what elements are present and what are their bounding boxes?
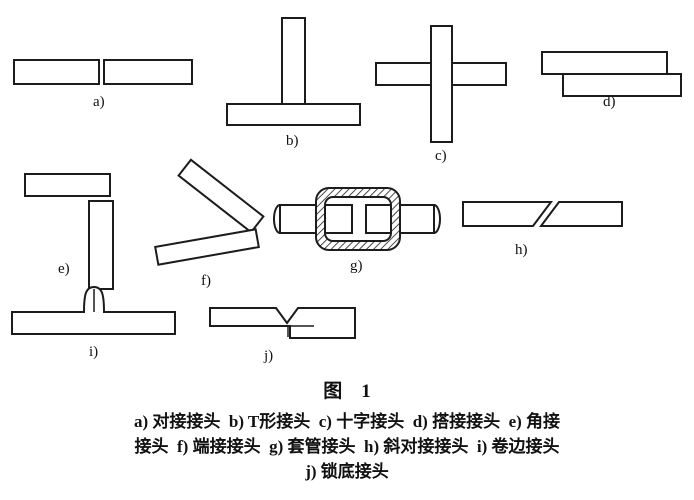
figure-title: 图 1 bbox=[323, 381, 371, 402]
figure-c-cross-joint: c) bbox=[375, 25, 507, 164]
vertical-plate bbox=[88, 200, 114, 290]
figure-h-scarf-joint: h) bbox=[462, 201, 623, 258]
locked-plates bbox=[209, 307, 356, 339]
label-d: d) bbox=[603, 94, 616, 110]
upper-bar bbox=[177, 158, 265, 234]
label-j: j) bbox=[263, 348, 273, 364]
right-plate bbox=[103, 59, 193, 85]
label-c: c) bbox=[435, 148, 447, 164]
sleeve bbox=[315, 187, 401, 251]
figure-caption: 图 1 a) 对接接头 b) T形接头 c) 十字接头 d) 搭接接头 e) 角… bbox=[0, 372, 694, 484]
upper-plate bbox=[541, 51, 668, 75]
figure-j-lock-bottom-joint: j) bbox=[209, 307, 356, 364]
caption-line-2: 接头 f) 端接接头 g) 套管接头 h) 斜对接接头 i) 卷边接头 bbox=[134, 437, 560, 456]
figure-b-t-joint: b) bbox=[226, 17, 361, 149]
label-f: f) bbox=[201, 273, 211, 289]
label-b: b) bbox=[286, 133, 299, 149]
weld-joint-diagram: a) b) c) d) e) f) bbox=[11, 17, 682, 364]
label-a: a) bbox=[93, 94, 105, 110]
label-i: i) bbox=[89, 344, 98, 360]
caption-line-3: j) 锁底接头 bbox=[305, 462, 389, 481]
horizontal-plate bbox=[24, 173, 111, 197]
base-plate bbox=[226, 103, 361, 126]
figure-e-corner-joint: e) bbox=[24, 173, 114, 290]
lower-bar bbox=[154, 228, 260, 266]
figure-i-flanged-joint: i) bbox=[11, 285, 176, 360]
right-plate bbox=[539, 201, 623, 227]
figure-a-butt-joint: a) bbox=[13, 59, 193, 110]
figure-d-lap-joint: d) bbox=[541, 51, 682, 110]
figure-f-edge-joint: f) bbox=[154, 158, 265, 289]
vertical-plate bbox=[430, 25, 453, 143]
left-plate bbox=[462, 201, 553, 227]
caption-line-1: a) 对接接头 b) T形接头 c) 十字接头 d) 搭接接头 e) 角接 bbox=[133, 412, 561, 431]
left-plate bbox=[13, 59, 100, 85]
vertical-plate bbox=[281, 17, 306, 107]
label-e: e) bbox=[58, 261, 70, 277]
figure-g-sleeve-joint: g) bbox=[273, 187, 441, 274]
label-g: g) bbox=[350, 258, 363, 274]
lower-plate bbox=[562, 73, 682, 97]
label-h: h) bbox=[515, 242, 528, 258]
